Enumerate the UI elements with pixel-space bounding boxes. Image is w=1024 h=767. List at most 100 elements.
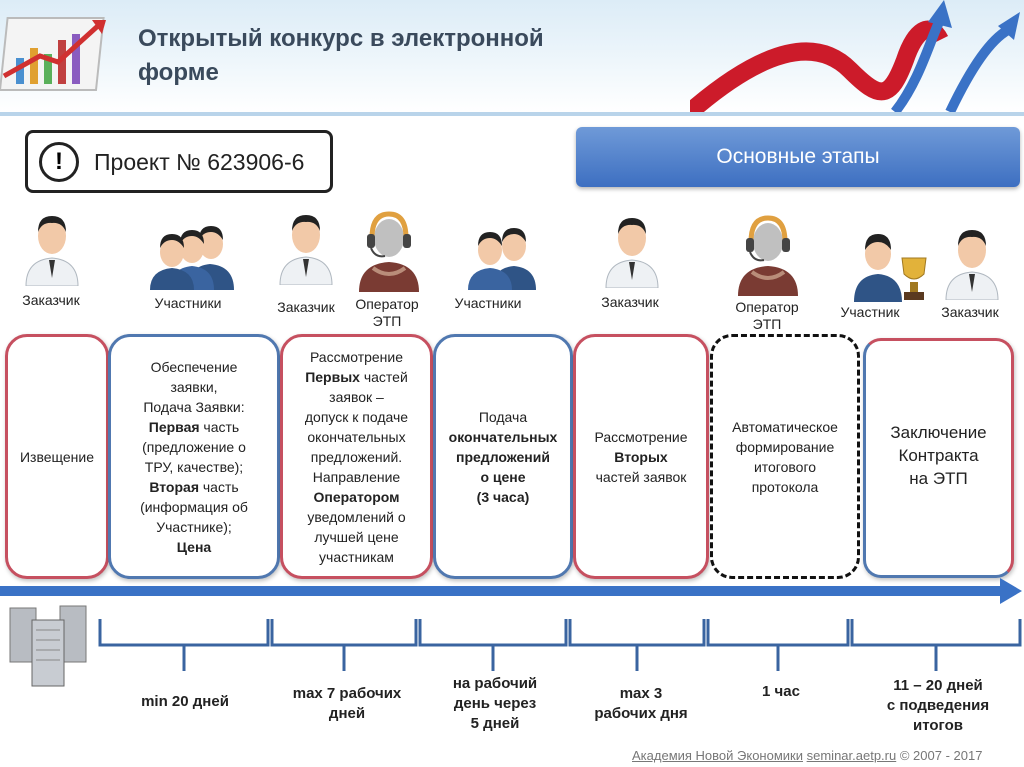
text-line: 5 дней bbox=[470, 715, 520, 732]
text-line: окончательных bbox=[307, 428, 406, 445]
stage-first-parts-review: Рассмотрение Первых частей заявок – допу… bbox=[280, 334, 433, 579]
participant-trophy-icon bbox=[854, 234, 927, 302]
bold-text: Первых bbox=[305, 368, 360, 385]
text-line: Автоматическое bbox=[732, 418, 838, 435]
text-line: Направление bbox=[312, 468, 401, 485]
arrows-decoration-icon bbox=[690, 0, 1020, 112]
role-participant: Участник bbox=[840, 304, 900, 320]
stage-auto-protocol-text: Автоматическое формирование итогового пр… bbox=[732, 417, 838, 497]
bold-text: окончательных bbox=[448, 428, 558, 445]
bold-text: о цене bbox=[480, 468, 526, 485]
customer-icon bbox=[25, 216, 79, 286]
text-line: Подача bbox=[478, 408, 528, 425]
role-operator-1-line2: ЭТП bbox=[372, 313, 402, 329]
text-line: max 3 bbox=[619, 685, 663, 702]
stage-application-text: Обеспечение заявки, Подача Заявки: Перва… bbox=[140, 357, 248, 557]
project-box: ! Проект № 623906-6 bbox=[25, 130, 333, 193]
operator-headset-icon bbox=[359, 211, 419, 292]
header-banner: Открытый конкурс в электронной форме bbox=[0, 0, 1024, 112]
footer: Академия Новой Экономики seminar.aetp.ru… bbox=[632, 748, 982, 763]
bold-text: Вторых bbox=[614, 448, 668, 465]
text-line: Контракта bbox=[898, 446, 979, 465]
text-line: допуск к подаче bbox=[304, 408, 409, 425]
page-title: Открытый конкурс в электронной форме bbox=[138, 22, 544, 90]
text-line: дней bbox=[328, 705, 366, 722]
text-line: протокола bbox=[751, 478, 819, 495]
timeline-arrow bbox=[0, 578, 1022, 604]
text-line: заявок – bbox=[329, 388, 384, 405]
role-operator-1-line1: Оператор bbox=[355, 296, 419, 312]
duration-2: max 7 рабочих дней bbox=[272, 684, 422, 724]
bold-text: предложений bbox=[456, 448, 550, 465]
customer-icon bbox=[945, 230, 999, 300]
text-line: Рассмотрение bbox=[594, 428, 688, 445]
text-line: Участнике); bbox=[156, 518, 232, 535]
bold-text: Вторая bbox=[149, 478, 199, 495]
stage-application: Обеспечение заявки, Подача Заявки: Перва… bbox=[108, 334, 280, 579]
customer-icon bbox=[605, 218, 659, 288]
role-operator-2-line2: ЭТП bbox=[752, 316, 782, 332]
project-label: Проект № 623906-6 bbox=[94, 149, 305, 175]
text-line: рабочих дня bbox=[594, 705, 688, 722]
text-line: день через bbox=[453, 695, 537, 712]
text-line: о цене bbox=[449, 467, 558, 487]
stage-notice: Извещение bbox=[5, 334, 109, 579]
role-participants-2: Участники bbox=[454, 295, 522, 311]
stage-notice-text: Извещение bbox=[19, 448, 95, 465]
duration-1: min 20 дней bbox=[141, 693, 229, 710]
role-operator-2: Оператор ЭТП bbox=[722, 299, 812, 333]
text-line: с подведения bbox=[886, 697, 990, 714]
text-line: max 7 рабочих bbox=[292, 685, 402, 702]
title-line-2: форме bbox=[138, 59, 219, 86]
text-line: (предложение о bbox=[142, 438, 246, 455]
duration-brackets bbox=[98, 619, 1022, 671]
text-line: Оператором bbox=[305, 487, 408, 507]
role-operator-1: Оператор ЭТП bbox=[342, 296, 432, 330]
text-line: формирование bbox=[735, 438, 835, 455]
text-line: участникам bbox=[319, 548, 394, 565]
text-line: итогового bbox=[753, 458, 817, 475]
text-line: 11 – 20 дней bbox=[893, 677, 983, 694]
stage-auto-protocol: Автоматическое формирование итогового пр… bbox=[710, 334, 860, 579]
bold-text: Первая bbox=[148, 418, 200, 435]
text-line: окончательных bbox=[449, 427, 558, 447]
bold-text: Оператором bbox=[313, 488, 400, 505]
footer-site-link[interactable]: seminar.aetp.ru bbox=[806, 748, 897, 763]
operator-headset-icon bbox=[738, 215, 798, 296]
duration-5: 1 час bbox=[762, 683, 800, 700]
stage-contract-text: Заключение Контракта на ЭТП bbox=[890, 421, 986, 490]
duration-3: на рабочий день через 5 дней bbox=[420, 674, 570, 734]
text-line: (информация об bbox=[140, 498, 248, 515]
text-line: предложений. bbox=[310, 448, 403, 465]
text-line: Заключение bbox=[890, 423, 987, 442]
stage-first-parts-text: Рассмотрение Первых частей заявок – допу… bbox=[305, 347, 408, 567]
text-span: частей bbox=[359, 368, 408, 385]
role-operator-2-line1: Оператор bbox=[735, 299, 799, 315]
footer-org-link[interactable]: Академия Новой Экономики bbox=[632, 748, 803, 763]
role-customer-1: Заказчик bbox=[22, 292, 80, 308]
main-stages-banner: Основные этапы bbox=[576, 127, 1020, 187]
text-line: ТРУ, качестве); bbox=[144, 458, 244, 475]
footer-copyright: © 2007 - 2017 bbox=[899, 748, 983, 763]
stage-final-offers-text: Подача окончательных предложений о цене … bbox=[449, 407, 558, 507]
role-customer-3: Заказчик bbox=[601, 294, 659, 310]
role-participants-1: Участники bbox=[154, 295, 222, 311]
header-divider bbox=[0, 112, 1024, 116]
text-line: Первая часть bbox=[140, 417, 248, 437]
stage-contract: Заключение Контракта на ЭТП bbox=[863, 338, 1014, 578]
bold-text: (3 часа) bbox=[476, 488, 530, 505]
text-line: (3 часа) bbox=[449, 487, 558, 507]
text-line: предложений bbox=[449, 447, 558, 467]
duration-4: max 3 рабочих дня bbox=[566, 684, 716, 724]
servers-icon bbox=[9, 605, 87, 687]
text-line: Цена bbox=[140, 537, 248, 557]
text-line: на ЭТП bbox=[909, 469, 968, 488]
text-line: частей заявок bbox=[595, 468, 687, 485]
text-line: Рассмотрение bbox=[309, 348, 404, 365]
text-line: Вторая часть bbox=[140, 477, 248, 497]
text-line: уведомлений о bbox=[307, 508, 406, 525]
participants-group-icon bbox=[150, 226, 234, 290]
text-line: заявки, bbox=[170, 378, 218, 395]
duration-6: 11 – 20 дней с подведения итогов bbox=[860, 676, 1016, 736]
text-span: часть bbox=[199, 418, 240, 435]
